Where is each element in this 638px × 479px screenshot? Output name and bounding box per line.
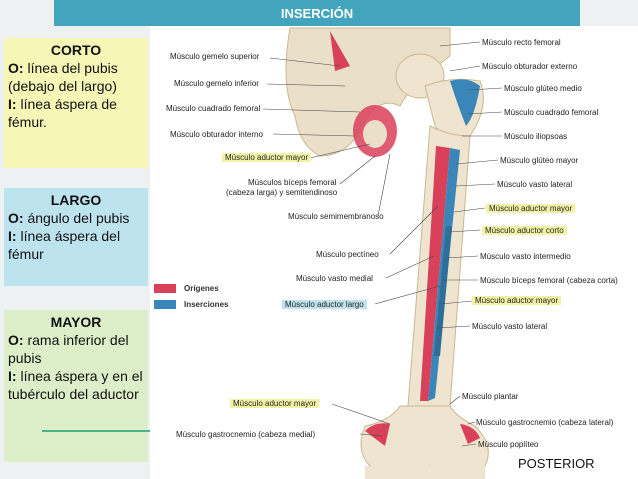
label-gastrocnemio-lateral: Músculo gastrocnemio (cabeza lateral) [476,418,614,427]
card-corto: CORTO O: línea del pubis (debajo del lar… [4,38,148,168]
card-largo-title: LARGO [50,192,102,208]
card-mayor-i-text: línea áspera y en el tubérculo del aduct… [8,368,143,402]
label-vasto-lateral-upper: Músculo vasto lateral [497,180,573,189]
label-vasto-lateral-lower: Músculo vasto lateral [472,322,548,331]
label-recto-femoral: Músculo recto femoral [482,38,561,47]
label-vasto-medial: Músculo vasto medial [296,274,373,283]
label-gemelo-inferior: Músculo gemelo inferior [174,79,259,88]
label-aductor-corto: Músculo aductor corto [482,226,567,235]
label-gluteo-mayor: Músculo glúteo mayor [500,156,579,165]
underline-mark [42,430,150,432]
card-mayor-o-text: rama inferior del pubis [8,332,129,366]
card-largo-o-text: ángulo del pubis [23,210,130,226]
card-largo-o-label: O: [8,210,24,226]
label-gemelo-superior: Músculo gemelo superior [170,52,260,61]
card-largo-i-label: I: [8,228,17,244]
card-mayor-title: MAYOR [50,314,102,330]
label-pectineo: Músculo pectíneo [316,250,379,259]
label-plantar: Músculo plantar [462,392,519,401]
card-corto-i-text: línea áspera de fémur. [8,96,117,130]
card-mayor: MAYOR O: rama inferior del pubis I: líne… [4,310,148,462]
card-largo: LARGO O: ángulo del pubis I: línea ásper… [4,188,148,286]
label-aductor-mayor-right-lower: Músculo aductor mayor [472,296,562,305]
label-biceps-femoral: Músculos bíceps femoral [248,178,337,187]
label-aductor-mayor-upper: Músculo aductor mayor [222,153,312,162]
label-aductor-mayor-right: Músculo aductor mayor [486,204,576,213]
label-aductor-mayor-lower: Músculo aductor mayor [230,399,320,408]
label-biceps-femoral-sub: (cabeza larga) y semitendinoso [226,188,338,197]
legend-origin-label: Orígenes [184,284,219,293]
view-label: POSTERIOR [518,456,595,471]
label-aductor-largo: Músculo aductor largo [282,300,367,309]
anatomy-figure: Músculo gemelo superior Músculo gemelo i… [150,26,638,479]
label-gastrocnemio-medial: Músculo gastrocnemio (cabeza medial) [176,430,316,439]
label-semimembranoso: Músculo semimembranoso [288,212,384,221]
label-obturador-interno: Músculo obturador interno [170,130,263,139]
femur-illustration [262,27,503,479]
card-corto-title: CORTO [50,42,102,58]
label-cuadrado-femoral-left: Músculo cuadrado femoral [166,104,261,113]
header-title: INSERCIÓN [280,5,354,21]
card-mayor-o-label: O: [8,332,24,348]
header-bar: INSERCIÓN [54,0,580,26]
label-biceps-femoral-corta: Músculo bíceps femoral (cabeza corta) [480,276,618,285]
card-corto-o-text: línea del pubis (debajo del largo) [8,60,118,94]
card-corto-i-label: I: [8,96,17,112]
legend-origin-swatch [154,284,176,293]
label-obturador-externo: Músculo obturador externo [482,62,578,71]
card-corto-o-label: O: [8,60,24,76]
legend-insertion-swatch [154,300,176,309]
card-largo-i-text: línea áspera del fémur [8,228,121,262]
label-popliteo: Músculo poplíteo [478,440,539,449]
legend-insertion-label: Inserciones [184,300,229,309]
label-cuadrado-femoral-right: Músculo cuadrado femoral [504,108,599,117]
card-mayor-i-label: I: [8,368,17,384]
label-gluteo-medio: Músculo glúteo medio [504,84,582,93]
label-iliopsoas: Músculo iliopsoas [504,132,568,141]
label-vasto-intermedio: Músculo vasto intermedio [480,252,571,261]
